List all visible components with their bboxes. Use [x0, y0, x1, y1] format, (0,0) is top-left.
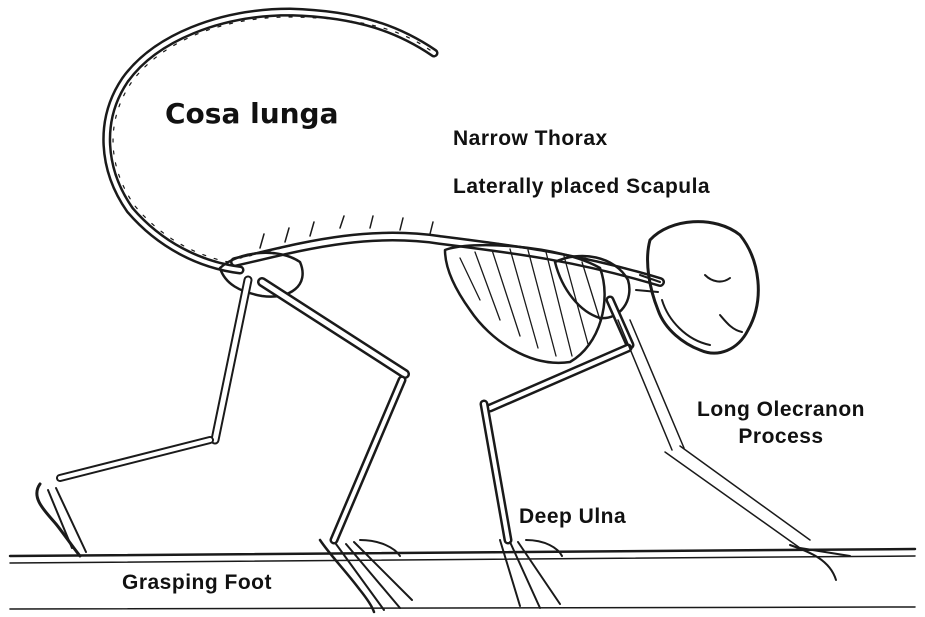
skull — [636, 222, 758, 353]
tail-vertebrae — [107, 12, 434, 270]
label-olecranon-line2: Process — [697, 423, 865, 450]
label-scapula: Laterally placed Scapula — [453, 175, 710, 199]
label-olecranon: Long Olecranon Process — [697, 396, 865, 450]
label-tail: Cosa lunga — [165, 97, 339, 130]
label-narrow-thorax: Narrow Thorax — [453, 127, 608, 151]
label-deep-ulna: Deep Ulna — [519, 505, 626, 529]
label-grasping-foot: Grasping Foot — [122, 571, 272, 595]
label-olecranon-line1: Long Olecranon — [697, 396, 865, 423]
fore-legs — [484, 300, 850, 608]
